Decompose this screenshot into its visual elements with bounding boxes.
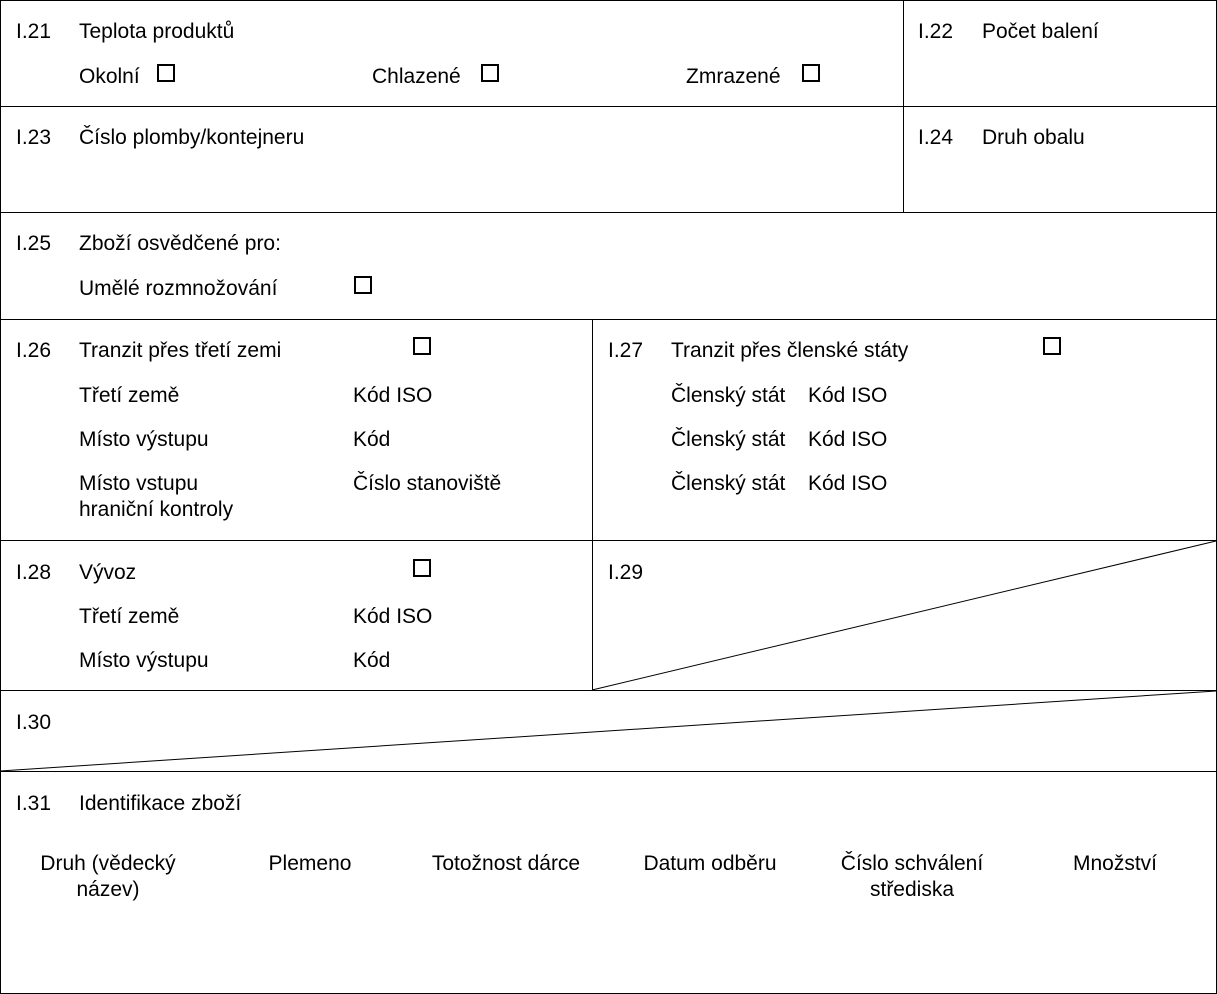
i28-row2-right: Kód — [353, 649, 391, 672]
i27-row1-right: Kód ISO — [808, 384, 888, 407]
divider-row1 — [0, 106, 1217, 107]
i25-option-label: Umělé rozmnožování — [79, 277, 278, 300]
i27-number: I.27 — [608, 339, 644, 362]
i21-option-okolni-label: Okolní — [79, 65, 140, 88]
i25-rozmnozovani-checkbox[interactable] — [354, 276, 372, 294]
i21-title: Teplota produktů — [79, 20, 235, 43]
i26-row1-right: Kód ISO — [353, 384, 433, 407]
divider-row3 — [0, 319, 1217, 320]
i25-title: Zboží osvědčené pro: — [79, 232, 281, 255]
i31-col-plemeno: Plemeno — [210, 851, 410, 877]
i27-title: Tranzit přes členské státy — [671, 339, 909, 362]
i28-vyvoz-checkbox[interactable] — [413, 559, 431, 577]
i31-col-druh-line2: název) — [76, 878, 140, 901]
i23-title: Číslo plomby/kontejneru — [79, 126, 305, 149]
i27-row1-left: Členský stát — [671, 384, 786, 407]
i31-col-datum-line1: Datum odběru — [643, 852, 777, 875]
i31-col-druh-line1: Druh (vědecký — [40, 852, 176, 875]
i26-title: Tranzit přes třetí zemi — [79, 339, 282, 362]
i21-option-chlazene-label: Chlazené — [372, 65, 461, 88]
i26-row3-left: Místo vstupu — [79, 472, 199, 495]
i22-title: Počet balení — [982, 20, 1099, 43]
i27-row3-left: Členský stát — [671, 472, 786, 495]
divider-row2 — [0, 212, 1217, 213]
i31-col-cislo-line2: střediska — [869, 878, 955, 901]
i21-option-zmrazene-label: Zmrazené — [686, 65, 781, 88]
i27-row3-right: Kód ISO — [808, 472, 888, 495]
i25-number: I.25 — [16, 232, 52, 255]
i31-title: Identifikace zboží — [79, 792, 242, 815]
border-left — [0, 0, 1, 994]
i26-number: I.26 — [16, 339, 52, 362]
i28-row1-right: Kód ISO — [353, 605, 433, 628]
i28-title: Vývoz — [79, 561, 137, 584]
divider-row6 — [0, 771, 1217, 772]
divider-col-top — [903, 0, 904, 212]
i21-zmrazene-checkbox[interactable] — [802, 64, 820, 82]
i26-row2-right: Kód — [353, 428, 391, 451]
divider-row4 — [0, 540, 1217, 541]
i31-col-mnozstvi: Množství — [1015, 851, 1215, 877]
divider-row5 — [0, 690, 1217, 691]
i26-row3-left-line2: hraniční kontroly — [79, 498, 234, 521]
i29-strike — [591, 540, 1217, 691]
i31-col-druh: Druh (vědecký název) — [8, 851, 208, 903]
i28-row2-left: Místo výstupu — [79, 649, 209, 672]
divider-col-mid — [592, 319, 593, 690]
i31-col-datum: Datum odběru — [610, 851, 810, 877]
i21-okolni-checkbox[interactable] — [157, 64, 175, 82]
i30-strike — [0, 690, 1217, 772]
i31-number: I.31 — [16, 792, 52, 815]
i21-chlazene-checkbox[interactable] — [481, 64, 499, 82]
i26-tranzit-checkbox[interactable] — [413, 337, 431, 355]
border-top — [0, 0, 1217, 1]
i23-number: I.23 — [16, 126, 52, 149]
i22-number: I.22 — [918, 20, 954, 43]
i31-col-plemeno-line1: Plemeno — [268, 852, 352, 875]
i28-row1-left: Třetí země — [79, 605, 180, 628]
i30-number: I.30 — [16, 711, 52, 734]
i27-row2-right: Kód ISO — [808, 428, 888, 451]
i27-row2-left: Členský stát — [671, 428, 786, 451]
i31-col-totoznost: Totožnost dárce — [406, 851, 606, 877]
i24-title: Druh obalu — [982, 126, 1085, 149]
i24-number: I.24 — [918, 126, 954, 149]
i31-col-mnozstvi-line1: Množství — [1072, 852, 1158, 875]
i26-row1-left: Třetí země — [79, 384, 180, 407]
i26-row3-right: Číslo stanoviště — [353, 472, 502, 495]
i31-col-cislo-line1: Číslo schválení — [840, 852, 984, 875]
i21-number: I.21 — [16, 20, 52, 43]
i31-col-cislo: Číslo schválení střediska — [812, 851, 1012, 903]
i28-number: I.28 — [16, 561, 52, 584]
i31-col-totoznost-line1: Totožnost dárce — [431, 852, 581, 875]
i29-number: I.29 — [608, 561, 644, 584]
i26-row2-left: Místo výstupu — [79, 428, 209, 451]
i27-tranzit-checkbox[interactable] — [1043, 337, 1061, 355]
